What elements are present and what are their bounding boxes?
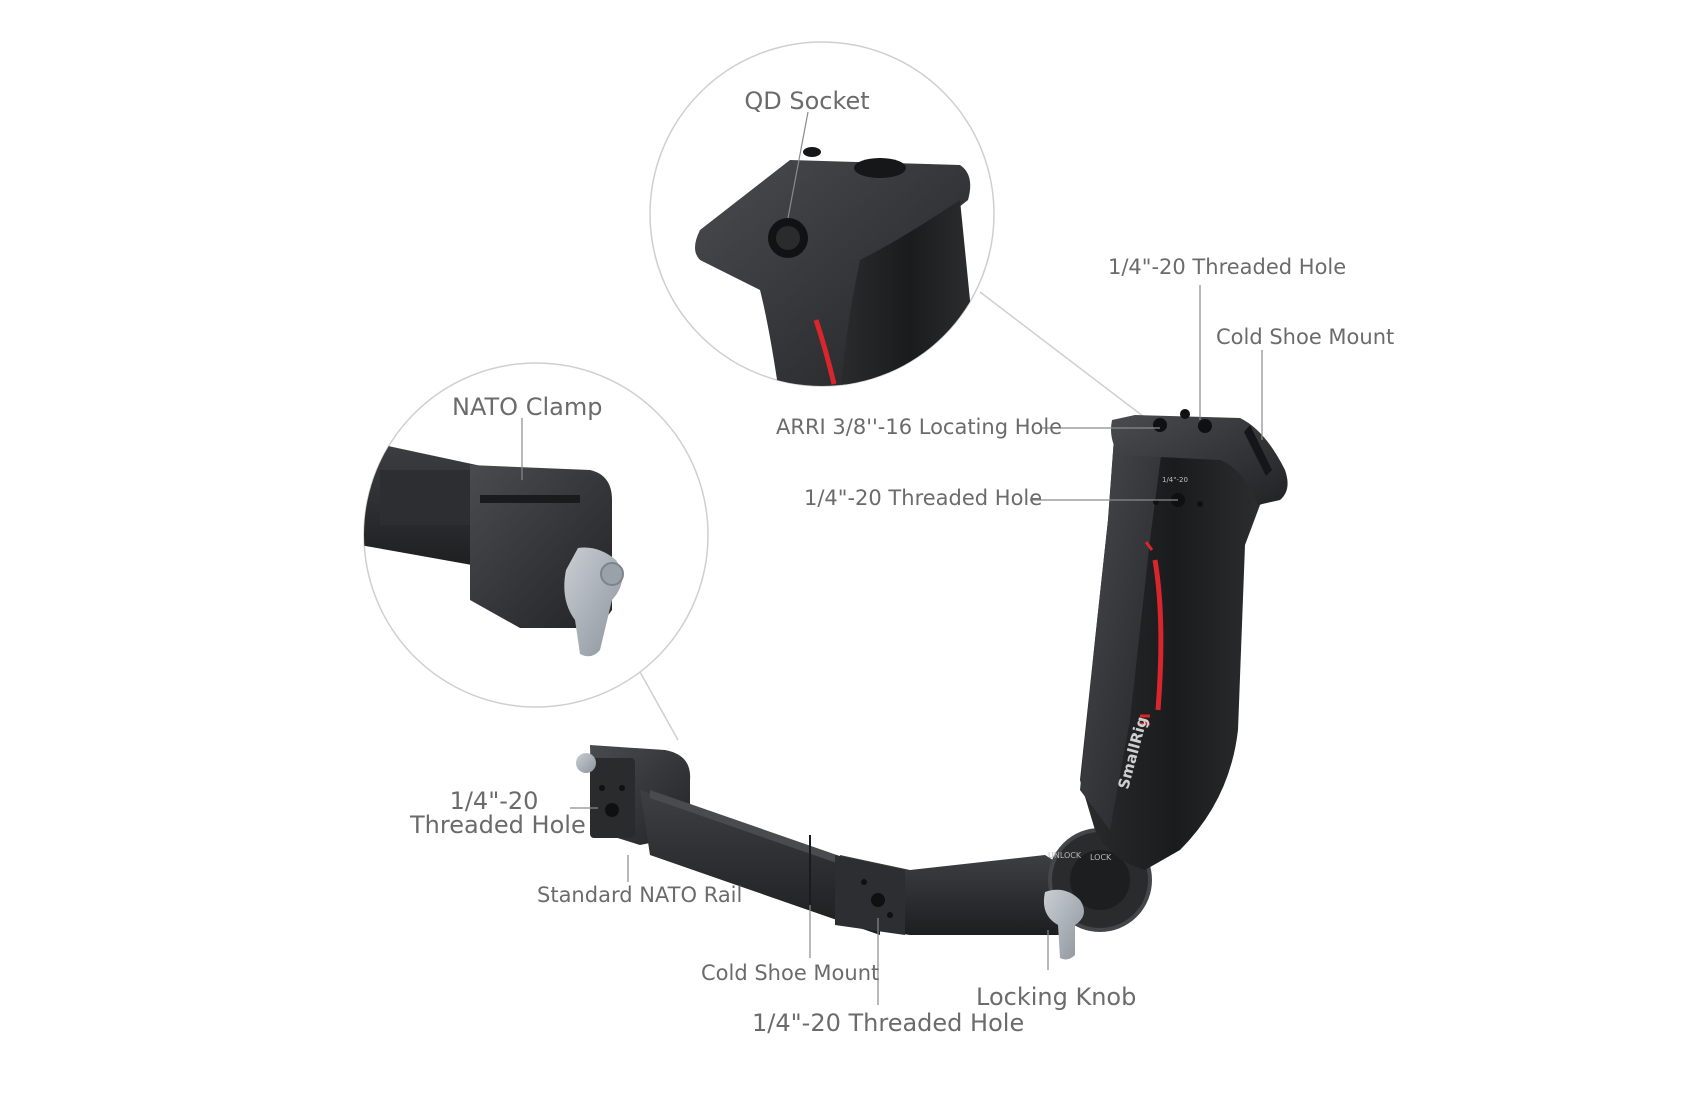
label-end-threaded-hole-line2: Threaded Hole <box>410 811 586 839</box>
grip-head <box>1111 415 1288 505</box>
label-bottom-threaded-hole: 1/4"-20 Threaded Hole <box>752 1009 1025 1037</box>
label-cold-shoe-mount-top: Cold Shoe Mount <box>1216 325 1395 349</box>
grip-frame <box>1080 425 1165 830</box>
label-arri-locating-hole: ARRI 3/8''-16 Locating Hole <box>776 415 1063 439</box>
thread-mark: 1/4"-20 <box>1162 476 1188 484</box>
nato-clamp-face <box>590 758 635 838</box>
label-side-threaded-hole: 1/4"-20 Threaded Hole <box>804 486 1043 510</box>
nato-rail-arm <box>640 790 880 935</box>
label-qd-socket: QD Socket <box>744 87 870 115</box>
nato-clamp-closeup <box>364 440 624 657</box>
label-cold-shoe-mount-bottom: Cold Shoe Mount <box>701 961 880 985</box>
locking-knob <box>1043 889 1084 960</box>
knob-unlock-mark: UNLOCK <box>1048 851 1082 860</box>
qd-zoom-connector <box>979 291 1149 421</box>
label-nato-clamp: NATO Clamp <box>452 393 603 421</box>
grip-red-accent <box>1152 559 1164 711</box>
callout-lines <box>521 111 1263 1005</box>
nato-clamp-knob <box>576 753 596 773</box>
label-top-threaded-hole: 1/4"-20 Threaded Hole <box>1108 255 1347 279</box>
handle-assembly: UNLOCK LOCK SmallRig 1/4"-20 <box>576 409 1288 960</box>
nato-zoom-connector <box>639 671 679 741</box>
label-end-threaded-hole-line1: 1/4"-20 <box>449 787 539 815</box>
label-locking-knob: Locking Knob <box>976 983 1137 1011</box>
label-standard-nato-rail: Standard NATO Rail <box>537 883 743 907</box>
cold-shoe-top <box>1244 425 1272 476</box>
knob-lock-mark: LOCK <box>1090 853 1112 862</box>
